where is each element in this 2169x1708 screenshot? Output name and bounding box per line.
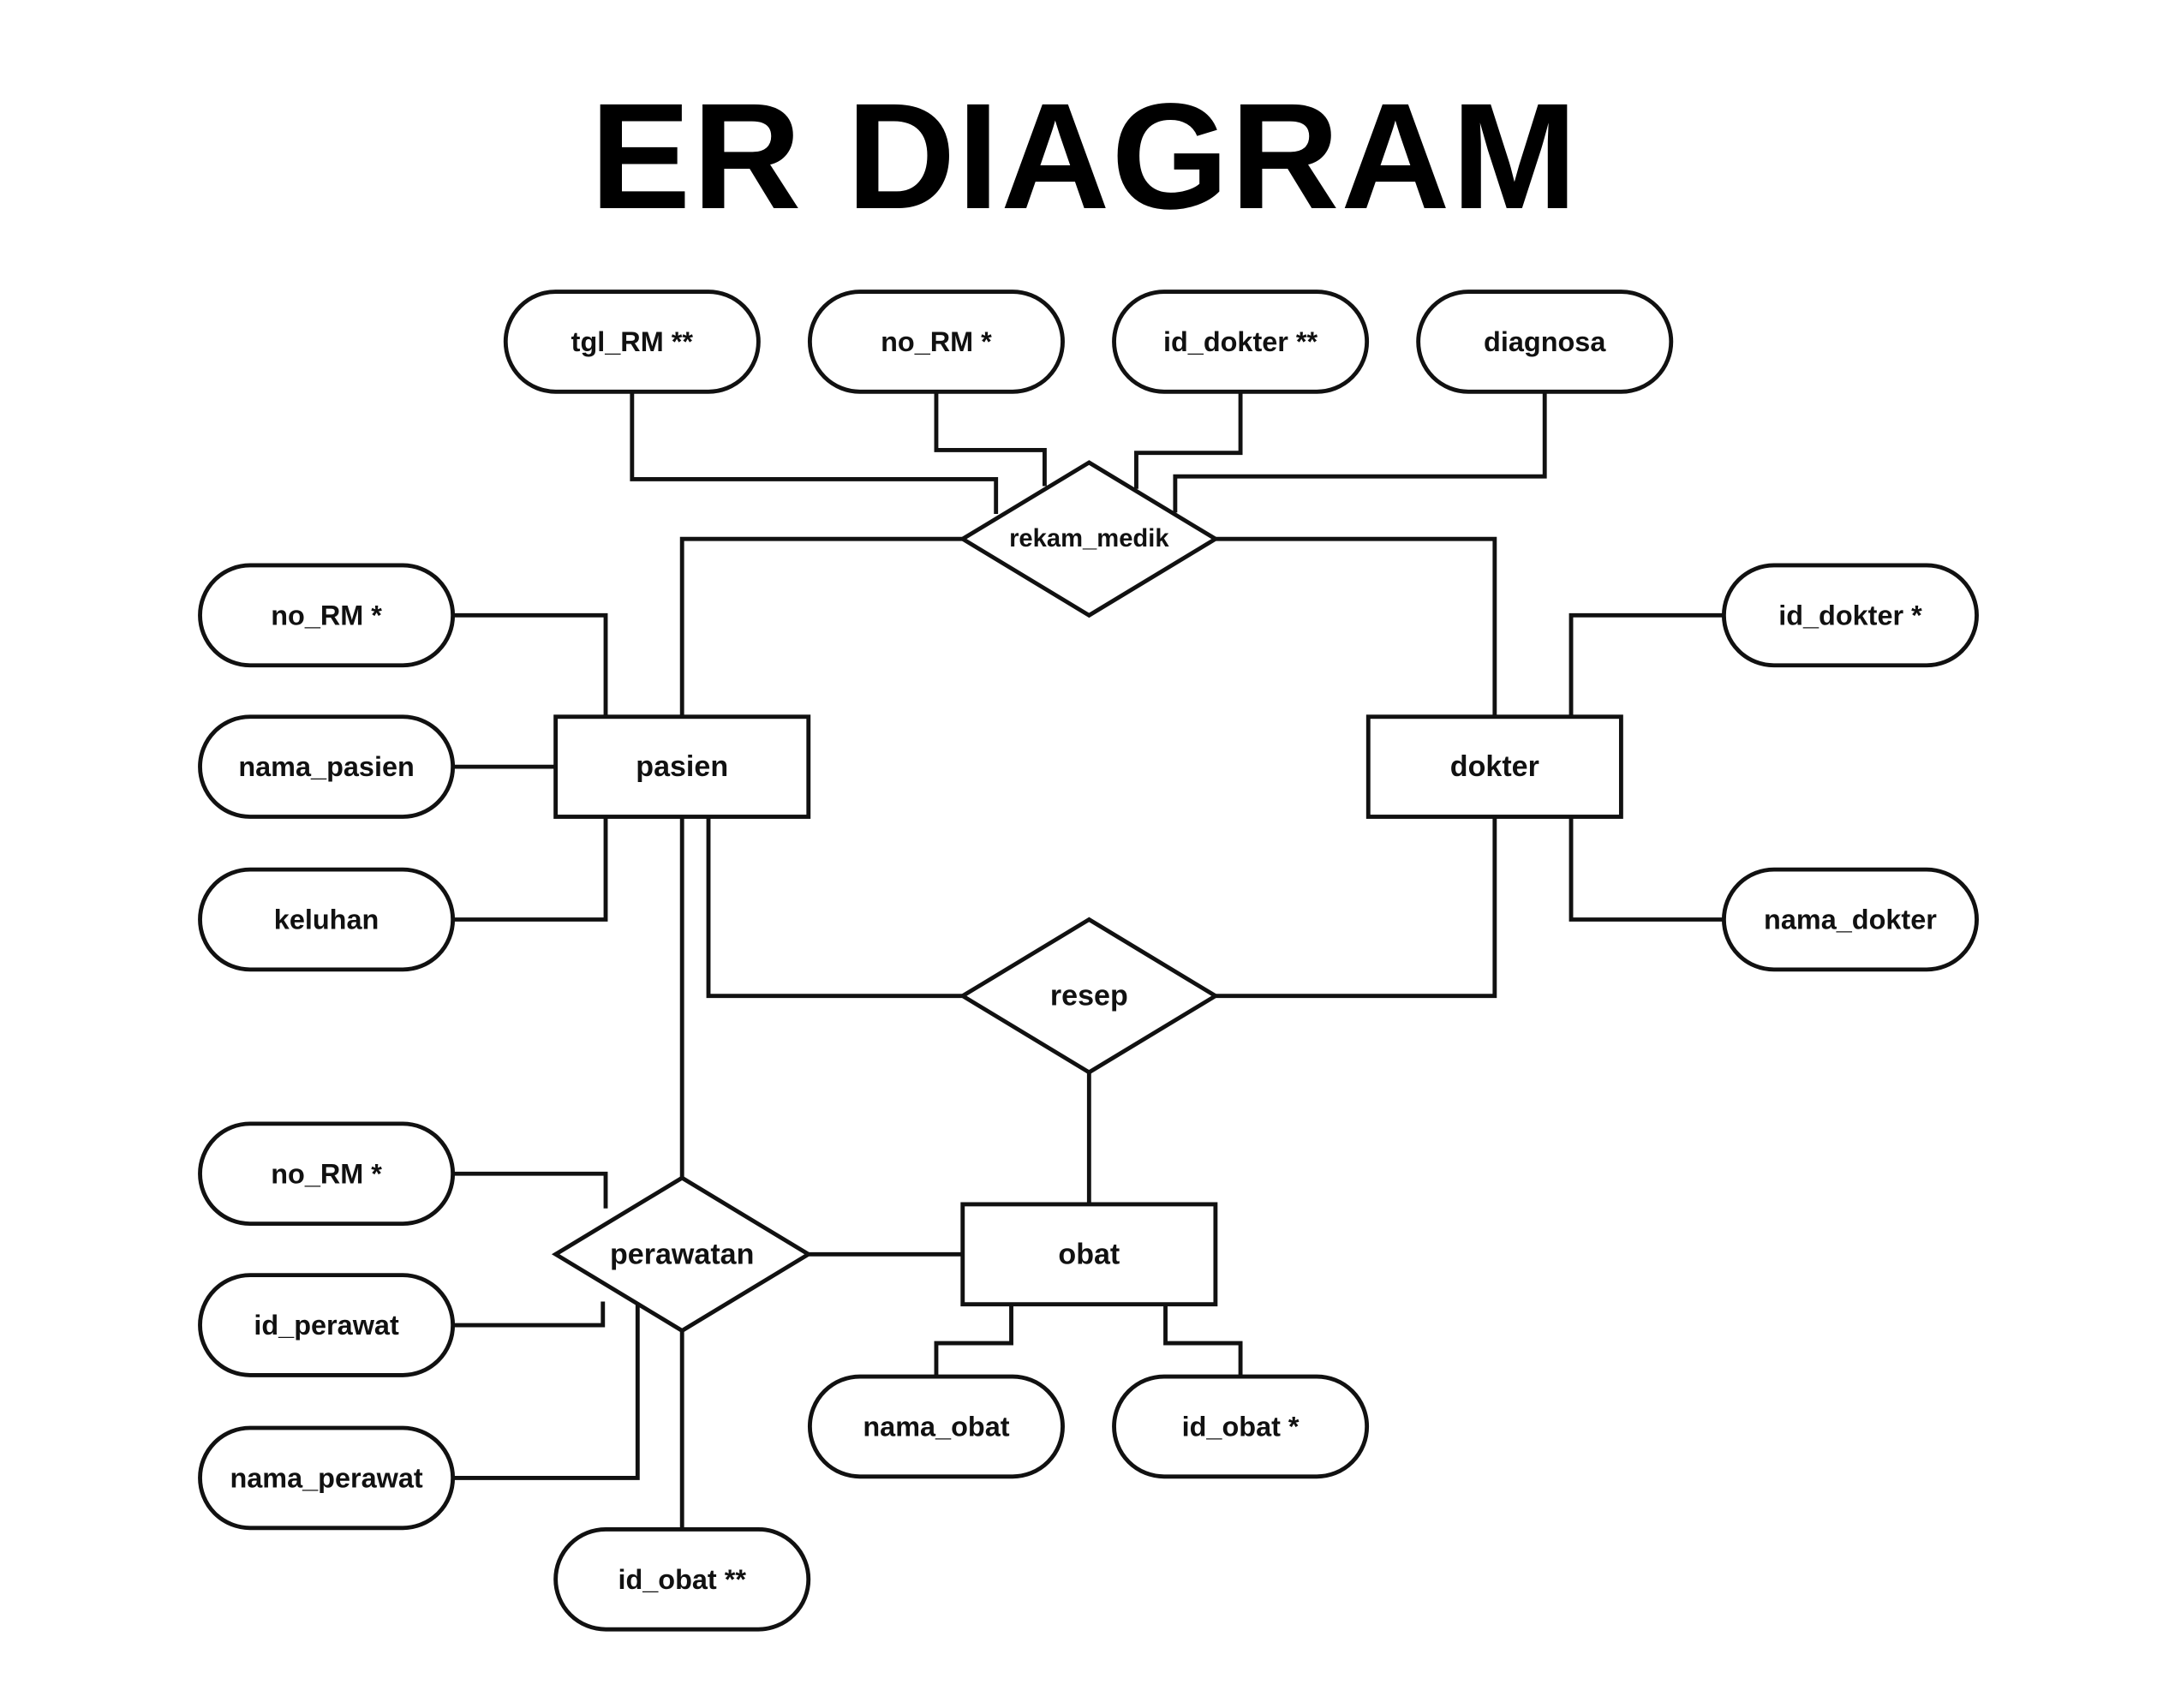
connector-nama-dokter-dokter <box>1568 818 1724 922</box>
attr-id-obat-perawatan-label: id_obat ** <box>618 1564 746 1595</box>
connector-rekam-medik-pasien <box>679 536 963 717</box>
connector-keluhan-pasien <box>452 818 608 922</box>
attr-keluhan-label: keluhan <box>274 904 379 935</box>
attr-tgl-rm-label: tgl_RM ** <box>571 326 694 357</box>
relationship-resep: resep <box>959 917 1220 1075</box>
attr-nama-dokter-label: nama_dokter <box>1764 904 1937 935</box>
attr-id-dokter: id_dokter * <box>1721 563 1979 668</box>
connector-nama-obat-obat <box>934 1305 1013 1377</box>
attr-id-perawat: id_perawat <box>198 1273 456 1377</box>
connectors <box>452 391 1724 1530</box>
connector-diagnosa-rekam-medik <box>1173 391 1547 513</box>
entity-obat-label: obat <box>1058 1238 1120 1270</box>
attr-id-obat-shape <box>1112 1374 1370 1479</box>
attr-nama-dokter-shape <box>1721 867 1979 972</box>
relationship-resep-label: resep <box>1050 980 1128 1012</box>
attr-keluhan: keluhan <box>198 867 456 972</box>
connector-no-rm-perawatan <box>452 1171 608 1209</box>
attr-no-rm-pasien-shape <box>198 563 456 668</box>
attr-id-perawat-shape <box>198 1273 456 1377</box>
attr-no-rm-perawatan-shape <box>198 1121 456 1227</box>
attr-id-dokter-label: id_dokter * <box>1778 600 1922 630</box>
entity-dokter-shape <box>1365 714 1623 819</box>
relationship-perawatan-shape <box>551 1175 813 1334</box>
attr-no-rm-rekam-shape <box>807 290 1065 394</box>
attr-diagnosa-shape <box>1416 290 1674 394</box>
attr-nama-obat-label: nama_obat <box>863 1411 1009 1442</box>
diagram-title: ER DIAGRAM <box>589 73 1580 241</box>
connector-no-rm-rekam-medik <box>934 391 1047 487</box>
attr-id-obat-perawatan: id_obat ** <box>553 1526 811 1632</box>
connector-rekam-medik-dokter <box>1215 536 1497 717</box>
connector-tgl-rm-rekam-medik <box>630 391 999 514</box>
attr-tgl-rm: tgl_RM ** <box>503 290 761 394</box>
attr-nama-perawat: nama_perawat <box>198 1425 456 1531</box>
relationship-perawatan-label: perawatan <box>610 1238 754 1270</box>
attr-id-dokter-rekam-shape <box>1112 290 1370 394</box>
attr-no-rm-perawatan-label: no_RM * <box>271 1158 382 1189</box>
attr-nama-pasien-label: nama_pasien <box>238 751 414 782</box>
connector-pasien-resep <box>706 818 963 999</box>
shapes: tgl_RM ** no_RM * id_dokter ** diagnosa no_R… <box>198 290 1979 1632</box>
attr-id-obat-perawatan-shape <box>553 1526 811 1632</box>
attr-id-dokter-shape <box>1721 563 1979 668</box>
connector-id-dokter-rekam-medik <box>1134 391 1243 489</box>
attr-id-obat: id_obat * <box>1112 1374 1370 1479</box>
attr-nama-obat-shape <box>807 1374 1065 1479</box>
connector-id-perawat-perawatan <box>452 1301 606 1328</box>
attr-nama-perawat-label: nama_perawat <box>230 1462 422 1493</box>
connector-nama-perawat-perawatan <box>452 1284 640 1480</box>
connector-id-dokter-dokter <box>1568 612 1724 717</box>
attr-nama-pasien: nama_pasien <box>198 714 456 819</box>
entity-pasien-label: pasien <box>636 750 728 783</box>
relationship-resep-shape <box>959 917 1220 1075</box>
attr-id-perawat-label: id_perawat <box>254 1310 399 1341</box>
attr-tgl-rm-shape <box>503 290 761 394</box>
attr-keluhan-shape <box>198 867 456 972</box>
relationship-perawatan: perawatan <box>551 1175 813 1334</box>
attr-no-rm-perawatan: no_RM * <box>198 1121 456 1227</box>
entity-dokter: dokter <box>1365 714 1623 819</box>
attr-id-dokter-rekam: id_dokter ** <box>1112 290 1370 394</box>
entity-obat-shape <box>960 1202 1218 1307</box>
entity-pasien-shape <box>553 714 811 819</box>
relationship-rekam-medik-shape <box>959 460 1220 618</box>
attr-id-dokter-rekam-label: id_dokter ** <box>1163 326 1318 357</box>
entity-obat: obat <box>960 1202 1218 1307</box>
attr-no-rm-rekam-label: no_RM * <box>881 326 992 357</box>
attr-no-rm-pasien-label: no_RM * <box>271 600 382 630</box>
attr-nama-pasien-shape <box>198 714 456 819</box>
attr-nama-dokter: nama_dokter <box>1721 867 1979 972</box>
entity-pasien: pasien <box>553 714 811 819</box>
attr-diagnosa-label: diagnosa <box>1484 326 1606 357</box>
attr-nama-perawat-shape <box>198 1425 456 1531</box>
attr-nama-obat: nama_obat <box>807 1374 1065 1479</box>
connector-id-obat-obat <box>1163 1305 1243 1377</box>
attr-no-rm-pasien: no_RM * <box>198 563 456 668</box>
connector-dokter-resep <box>1215 818 1497 999</box>
attr-no-rm-rekam: no_RM * <box>807 290 1065 394</box>
connector-no-rm-pasien <box>452 612 608 717</box>
attr-id-obat-label: id_obat * <box>1182 1411 1300 1442</box>
relationship-rekam-medik-label: rekam_medik <box>1009 525 1169 552</box>
entity-dokter-label: dokter <box>1450 750 1539 783</box>
relationship-rekam-medik: rekam_medik <box>959 460 1220 618</box>
attr-diagnosa: diagnosa <box>1416 290 1674 394</box>
